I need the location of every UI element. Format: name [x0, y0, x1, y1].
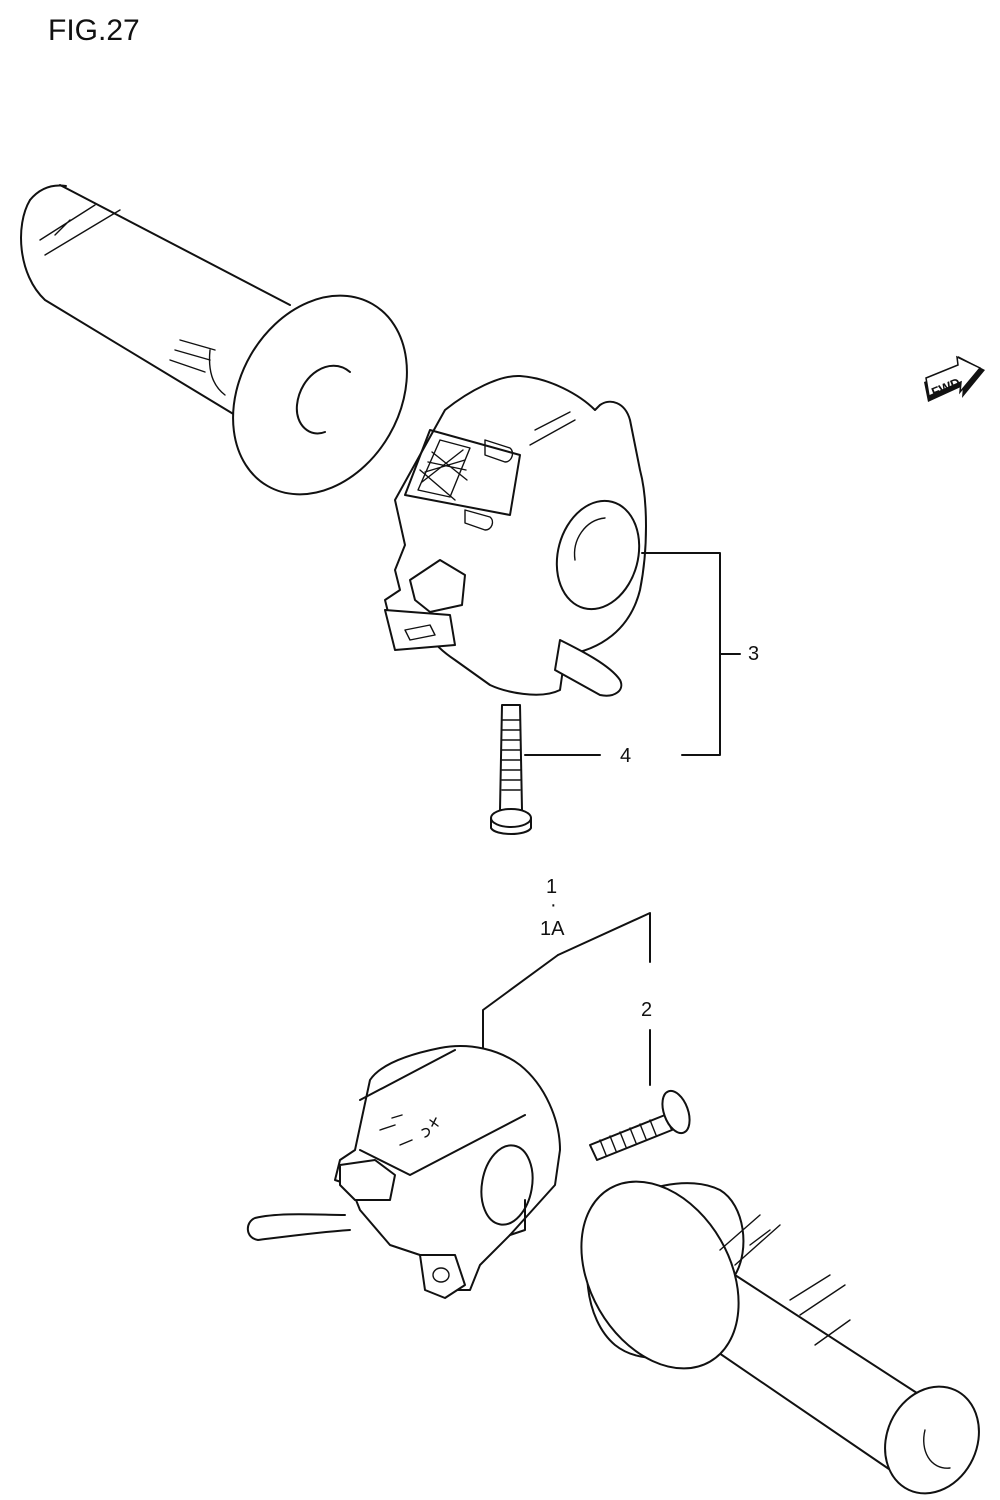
callout-part-1: 1: [546, 876, 557, 898]
screw-part-2: [589, 1089, 691, 1161]
screw-part-4: [490, 704, 532, 835]
fwd-arrow-icon: FWD: [924, 355, 985, 402]
right-throttle-grip: [580, 1180, 980, 1495]
figure-title: FIG.27: [48, 14, 140, 47]
callout-part-1a: 1A: [540, 918, 565, 940]
callout-part-4: 4: [620, 745, 631, 767]
callout-bracket-3-4: [524, 552, 741, 756]
left-handlebar-grip: [20, 184, 408, 496]
callout-bracket-1: [482, 912, 651, 1086]
callout-part-3: 3: [748, 643, 759, 665]
callout-part-2: 2: [641, 999, 652, 1021]
right-switch-housing: [384, 374, 647, 697]
left-switch-housing: [246, 1045, 561, 1299]
callout-separator: ·: [550, 894, 557, 916]
